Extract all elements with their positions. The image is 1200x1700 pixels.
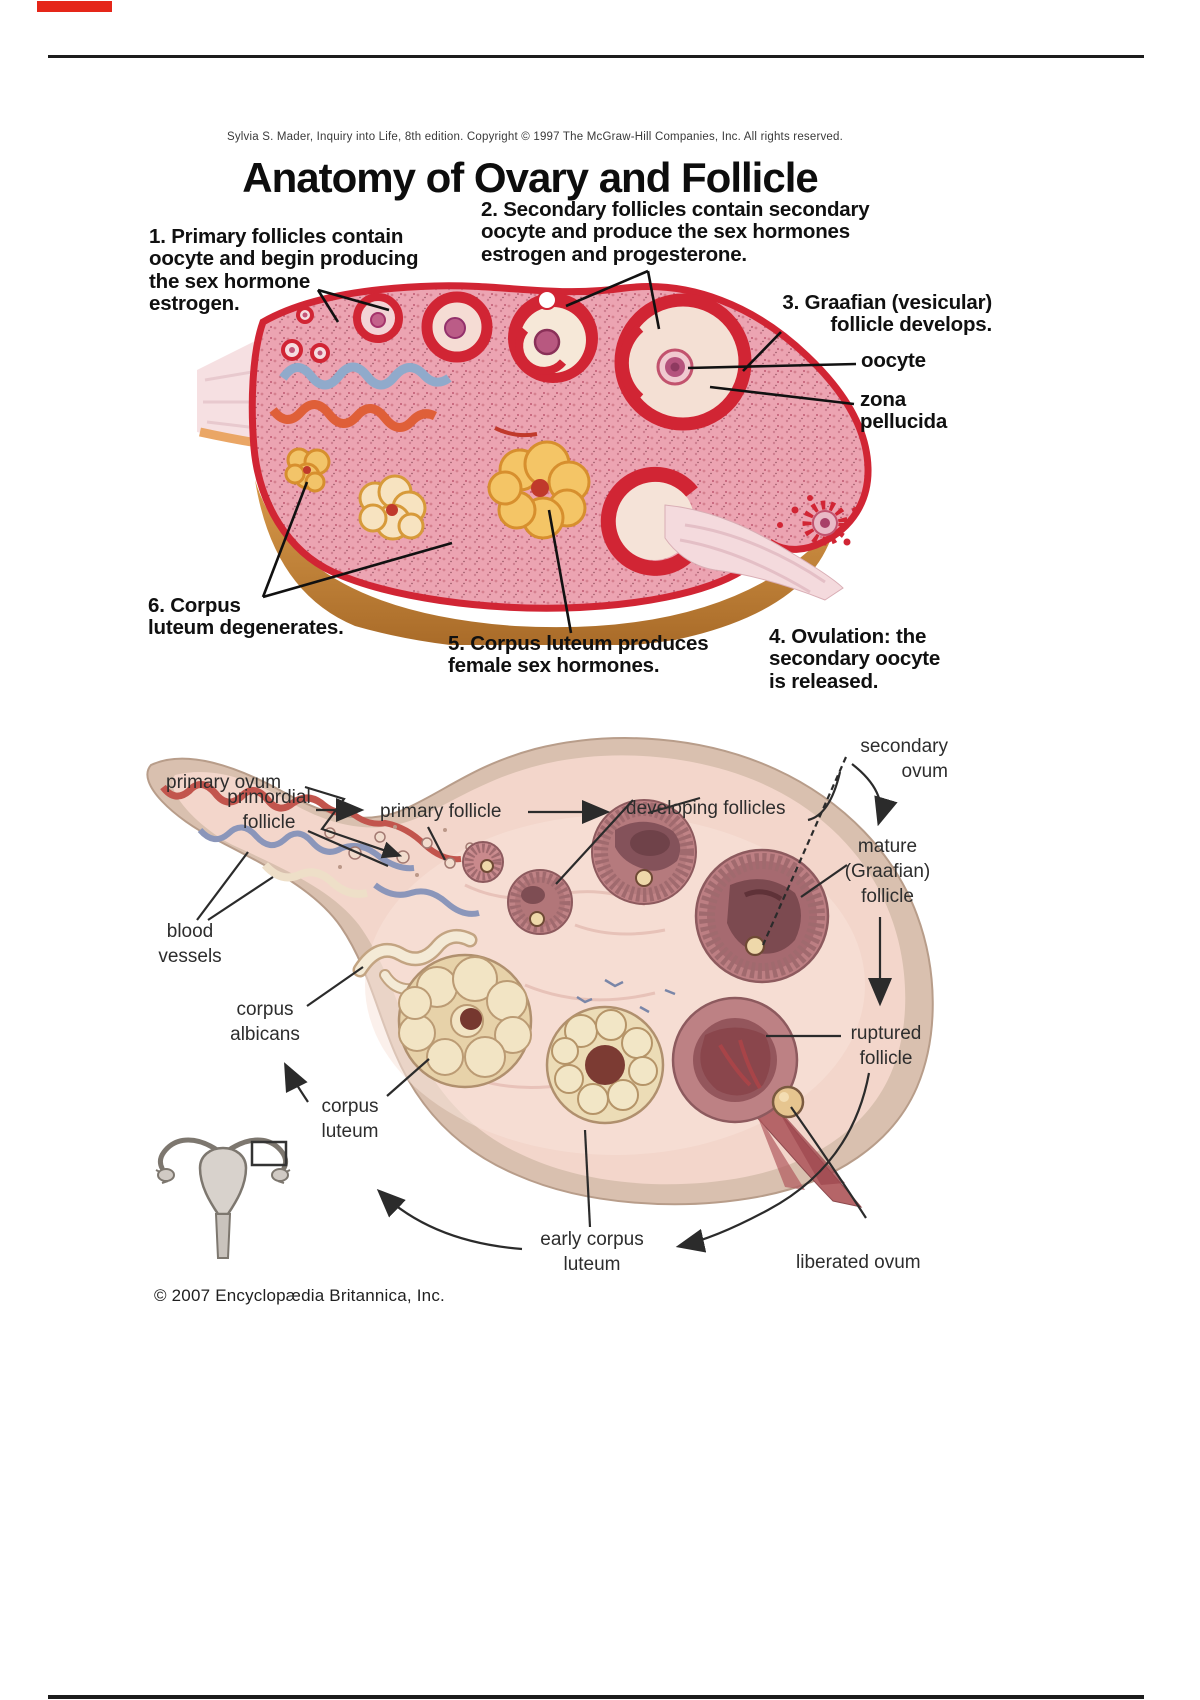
mature-graafian-follicle [694,848,830,984]
label-primary-follicle: primary follicle [380,801,502,822]
label-primary-follicles: 1. Primary follicles contain oocyte and … [149,225,419,316]
label-oocyte: oocyte [861,349,926,372]
label-liberated-ovum: liberated ovum [796,1252,921,1273]
uterus-icon [155,1137,291,1259]
label-primordial-follicle: primordial follicle [227,787,311,834]
red-marker-bar [37,1,112,12]
attribution-text: Sylvia S. Mader, Inquiry into Life, 8th … [226,131,844,143]
label-primary-ovum: primary ovum [166,772,282,793]
secondary-follicle [508,290,598,383]
label-blood-vessels: blood vessels [158,921,222,968]
corpus-luteum-old [358,474,427,541]
primary-follicle-2 [462,841,504,883]
page-title: Anatomy of Ovary and Follicle [242,154,818,201]
label-secondary-follicles: 2. Secondary follicles contain secondary… [481,198,870,266]
copyright-text: © 2007 Encyclopædia Britannica, Inc. [154,1286,445,1305]
early-corpus-luteum-body [545,1005,665,1125]
label-secondary-ovum: secondary ovum [860,736,948,783]
label-ovulation: 4. Ovulation: the secondary oocyte is re… [769,625,941,693]
ovulation-site [600,466,844,601]
label-corpus-luteum: corpus luteum [321,1096,379,1143]
label-ruptured-follicle: ruptured follicle [850,1023,922,1070]
primordial-follicle-cluster [281,306,330,363]
label-zona-pellucida: zona pellucida [860,388,948,434]
label-corpus-luteum-degenerates: 6. Corpus luteum degenerates. [148,594,344,640]
label-mature-graafian-follicle: mature (Graafian) follicle [844,836,931,908]
blood-vessels-wavy [269,362,538,438]
released-oocyte [777,495,858,546]
label-developing-follicles: developing follicles [626,798,786,819]
label-early-corpus-luteum: early corpus luteum [540,1229,644,1276]
primary-follicle-large [421,291,493,363]
label-graafian-follicle: 3. Graafian (vesicular) follicle develop… [782,291,992,337]
label-corpus-luteum-produces: 5. Corpus luteum produces female sex hor… [448,632,709,678]
stroma-capillaries [576,978,676,1014]
label-corpus-albicans: corpus albicans [230,999,300,1046]
top-rule [48,55,1144,58]
corpus-luteum-body [397,953,533,1089]
corpus-luteum-degenerating [284,447,331,493]
bottom-rule [48,1695,1144,1699]
ovary-highlight-box [250,1140,288,1167]
developing-follicle-a [507,869,573,935]
